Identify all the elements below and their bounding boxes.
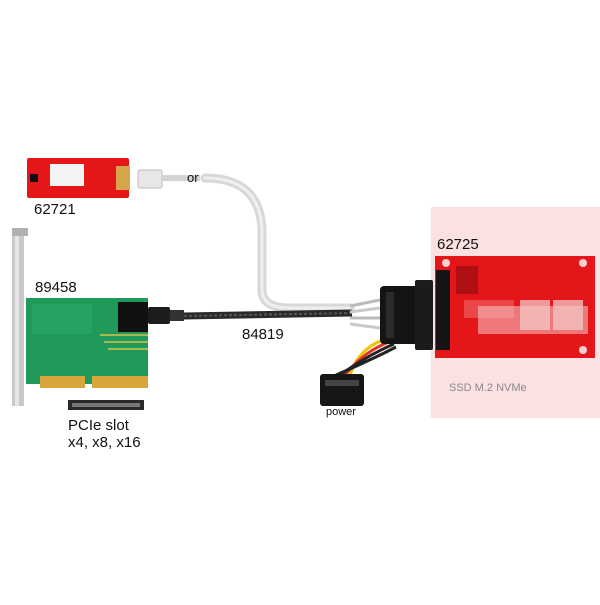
- pcie-slot: [68, 400, 144, 410]
- pcie-card: [26, 298, 148, 388]
- white-cable: [137, 169, 355, 313]
- sata-power-connector-icon: [320, 374, 364, 406]
- pcie-bracket-icon: [12, 228, 28, 406]
- m2-adapter-board: [27, 158, 130, 198]
- m2-adapter-code: 62721: [34, 201, 76, 218]
- pcie-slot-sizes: x4, x8, x16: [68, 434, 141, 451]
- pcie-slot-label: PCIe slot: [68, 417, 129, 434]
- power-label: power: [326, 406, 356, 418]
- black-cable: [148, 298, 381, 330]
- or-label: or: [187, 170, 199, 185]
- u2-adapter-board: [435, 256, 595, 358]
- pcie-card-code: 89458: [35, 279, 77, 296]
- u2-adapter-code: 62725: [437, 236, 479, 253]
- cable-code: 84819: [242, 326, 284, 343]
- ssd-caption: SSD M.2 NVMe: [449, 382, 527, 394]
- u2-connector-icon: [380, 280, 433, 350]
